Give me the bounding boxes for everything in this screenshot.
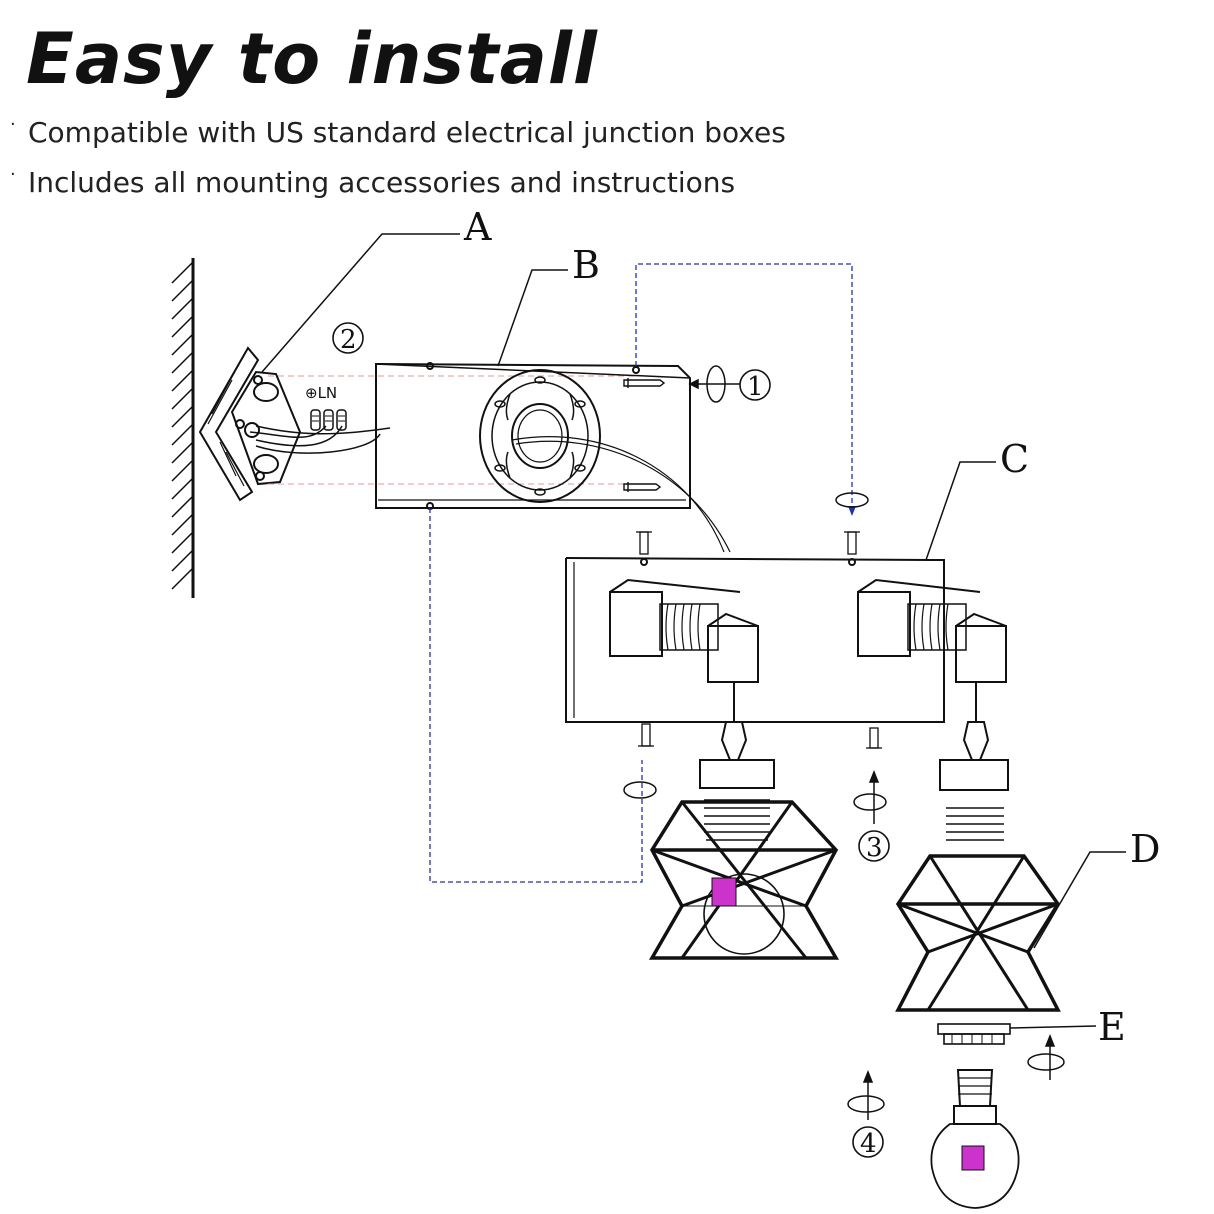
step-3-circle (858, 830, 890, 862)
label-d: D (1130, 827, 1160, 871)
wall (171, 258, 195, 598)
step-2-number: 2 (340, 325, 357, 355)
projection-lines (268, 375, 636, 485)
screw-icon (636, 531, 860, 555)
label-b: B (572, 243, 600, 287)
label-a: A (463, 205, 492, 249)
feature-text: Compatible with US standard electrical j… (28, 116, 786, 149)
feature-item: · Compatible with US standard electrical … (10, 108, 786, 158)
label-b-leader (497, 269, 568, 367)
step-4-circle (852, 1126, 884, 1158)
bullet-icon: · (10, 164, 16, 185)
feature-item: · Includes all mounting accessories and i… (10, 158, 786, 208)
left-lamp (648, 721, 840, 960)
rotate-arrow-icon (835, 492, 869, 508)
step-3-number: 3 (866, 833, 883, 863)
bullet-icon: · (10, 114, 16, 135)
rotate-arrow-icon (847, 1069, 885, 1120)
label-d-leader (1033, 851, 1126, 949)
wiring (249, 409, 391, 454)
feature-list: · Compatible with US standard electrical … (10, 108, 786, 208)
screw-icon (638, 723, 882, 749)
label-e-leader (1009, 1025, 1097, 1029)
label-c: C (1000, 437, 1029, 481)
step-2-circle (332, 322, 364, 354)
page-title: Easy to install (26, 18, 598, 100)
step-1-circle (739, 369, 771, 401)
wire-mark-gln: ⊕LN (305, 384, 337, 402)
step-4-number: 4 (860, 1129, 877, 1159)
mounting-bracket (375, 362, 731, 553)
feature-text: Includes all mounting accessories and in… (28, 166, 736, 199)
label-c-leader (925, 461, 996, 561)
lamp-ring (937, 1023, 1011, 1045)
label-a-leader (261, 233, 460, 373)
junction-box (198, 346, 302, 502)
step-1-number: 1 (747, 372, 764, 402)
rotate-arrow-icon (623, 769, 887, 824)
guide-arrow-icon (848, 506, 856, 516)
bulb (930, 1069, 1020, 1209)
rotate-arrow-icon (688, 365, 740, 403)
rotate-arrow-icon (1027, 1033, 1065, 1080)
right-lamp (895, 721, 1061, 1012)
label-e: E (1098, 1005, 1126, 1049)
backplate (565, 557, 1007, 723)
guide-lines (429, 263, 853, 883)
